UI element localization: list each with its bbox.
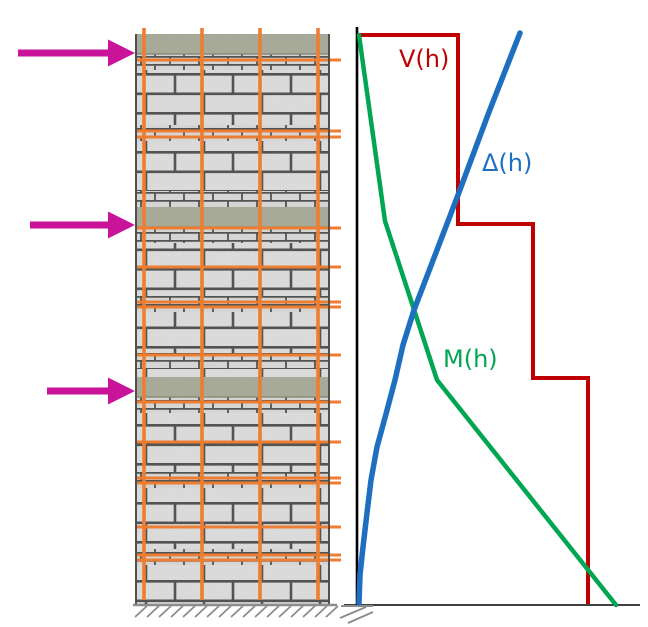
load-arrow-bottom [47, 377, 135, 405]
drift-label: Δ(h) [482, 149, 532, 177]
load-arrow-top [18, 39, 135, 67]
masonry-wall [135, 28, 341, 605]
axis-support-symbol [339, 605, 374, 624]
load-arrows [18, 39, 135, 405]
load-arrow-middle [30, 211, 135, 239]
drift-curve [356, 30, 523, 606]
vertical-rebar-lines [142, 28, 320, 600]
horizontal-rebar-lines [136, 58, 341, 562]
shear-curve [357, 33, 590, 604]
response-plot: V(h) Δ(h) M(h) [339, 27, 640, 624]
moment-curve [356, 32, 619, 608]
masonry-speckle [135, 34, 330, 605]
wall-base-hatching [133, 603, 339, 618]
shear-label: V(h) [399, 45, 449, 73]
moment-label: M(h) [443, 345, 498, 373]
